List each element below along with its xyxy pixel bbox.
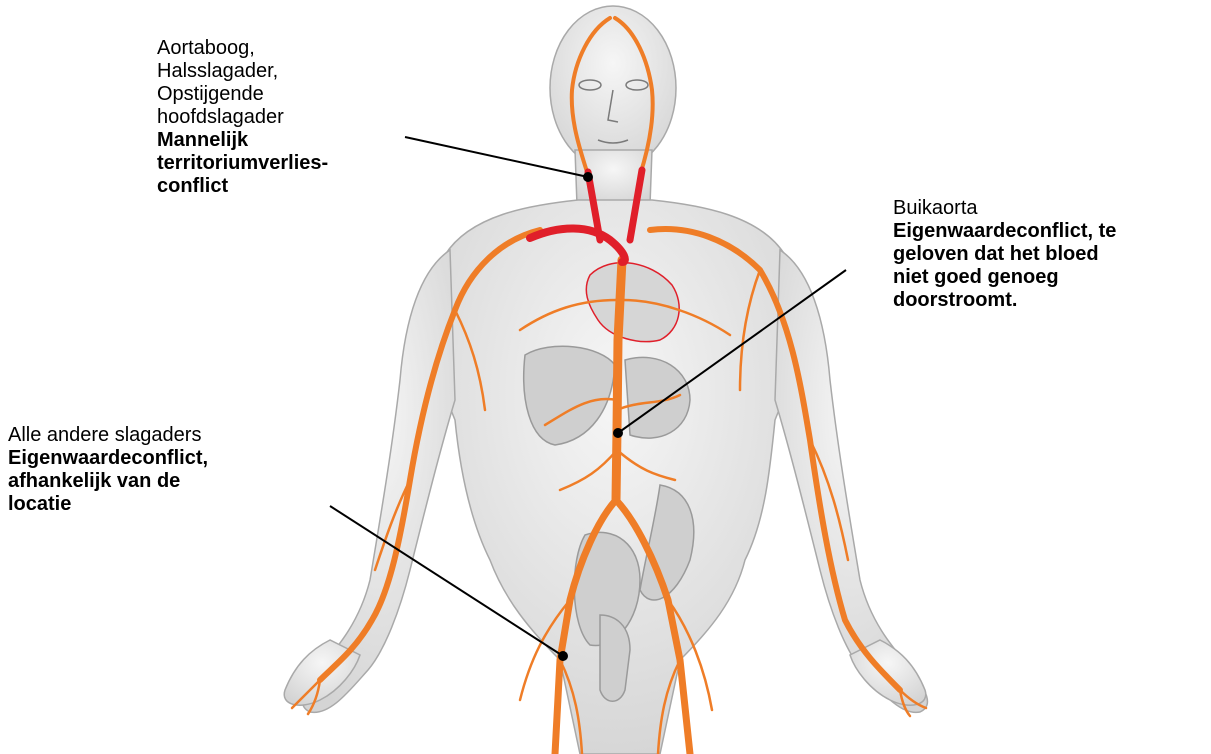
annotation-aorta: Aortaboog, Halsslagader, Opstijgende hoo…: [157, 37, 397, 198]
leader-line-aorta: [405, 137, 588, 177]
annotation-aorta-name: Aortaboog, Halsslagader, Opstijgende hoo…: [157, 37, 397, 129]
head: [550, 6, 676, 170]
leader-dot-other: [559, 652, 567, 660]
leader-dot-abdominal: [614, 429, 622, 437]
annotation-other-arteries-name: Alle andere slagaders: [8, 424, 288, 447]
annotation-aorta-description: Mannelijk territoriumverlies- conflict: [157, 129, 397, 198]
annotation-abdominal-aorta-name: Buikaorta: [893, 197, 1211, 220]
arm-right: [775, 250, 928, 712]
annotation-other-arteries-description: Eigenwaardeconflict, afhankelijk van de …: [8, 447, 288, 516]
leader-dot-aorta: [584, 173, 592, 181]
annotation-abdominal-aorta-description: Eigenwaardeconflict, te geloven dat het …: [893, 220, 1211, 312]
annotation-other-arteries: Alle andere slagaders Eigenwaardeconflic…: [8, 424, 288, 516]
annotation-abdominal-aorta: Buikaorta Eigenwaardeconflict, te gelove…: [893, 197, 1211, 312]
